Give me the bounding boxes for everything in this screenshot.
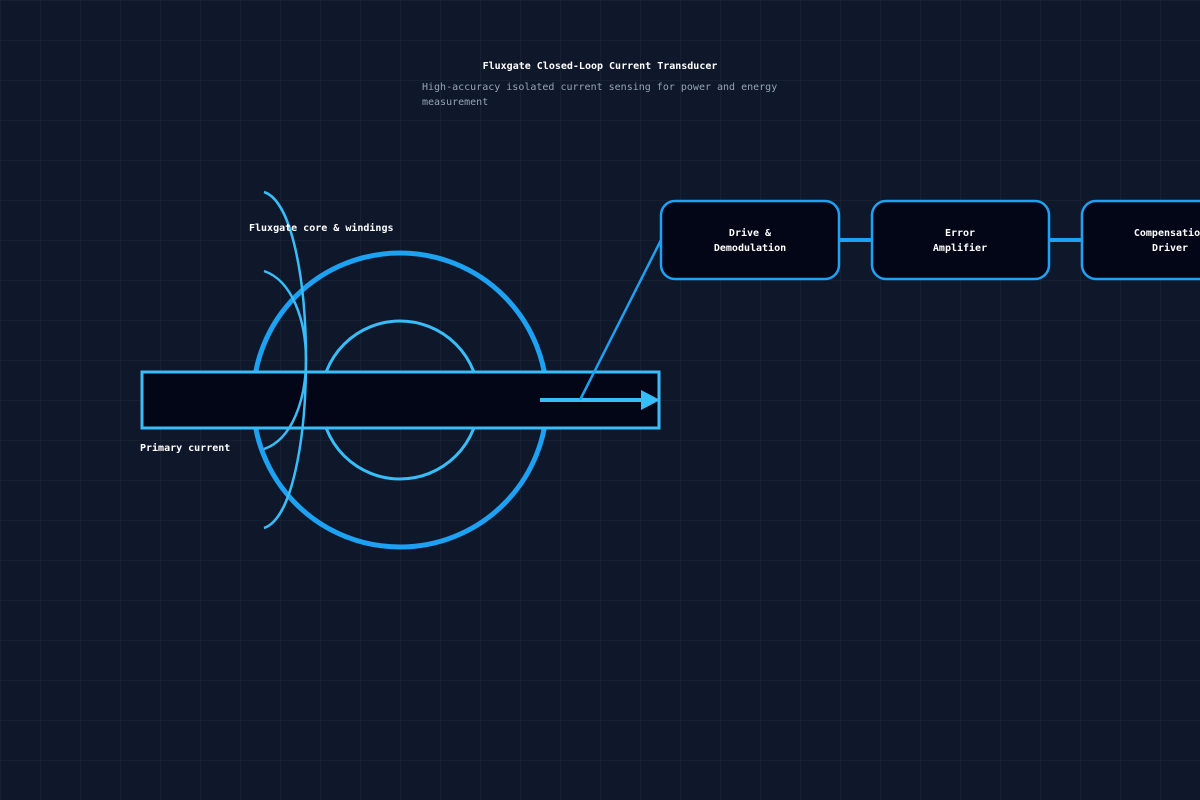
block-drive-demodulation: Drive & Demodulation <box>659 199 841 281</box>
block-drive-demodulation-box <box>659 199 841 281</box>
diagram-subtitle-line-2: measurement <box>422 97 488 108</box>
block-drive-demodulation-line-2: Demodulation <box>714 242 786 254</box>
primary-current-label: Primary current <box>140 442 230 454</box>
block-error-amplifier: Error Amplifier <box>870 199 1051 281</box>
diagram-subtitle-line-1: High-accuracy isolated current sensing f… <box>422 82 777 93</box>
block-compensation-driver-line-1: Compensation <box>1134 227 1200 239</box>
core-label: Fluxgate core & windings <box>249 222 394 234</box>
block-error-amplifier-line-2: Amplifier <box>933 242 987 254</box>
winding-inner <box>263 269 308 451</box>
block-error-amplifier-line-1: Error <box>945 228 975 239</box>
diagram-title: Fluxgate Closed-Loop Current Transducer <box>483 61 718 72</box>
block-compensation-driver: Compensation Driver <box>1080 199 1200 281</box>
sense-lead <box>578 239 663 401</box>
block-compensation-driver-line-2: Driver <box>1152 242 1188 254</box>
block-compensation-driver-box <box>1080 199 1200 281</box>
block-drive-demodulation-line-1: Drive & <box>729 227 772 239</box>
block-error-amplifier-box <box>870 199 1051 281</box>
current-arrow-head <box>641 390 660 410</box>
